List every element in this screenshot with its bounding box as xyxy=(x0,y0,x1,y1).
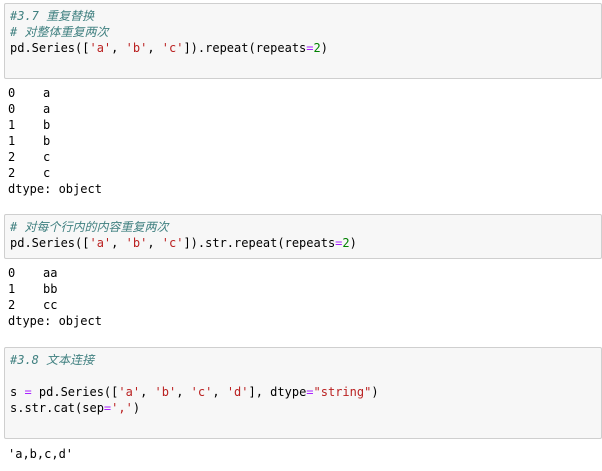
string-literal: 'a' xyxy=(118,385,141,399)
code-token: s.str.cat(sep xyxy=(10,401,104,415)
blank-line xyxy=(10,368,601,384)
output-dtype: dtype: object xyxy=(8,182,102,196)
code-token: ) xyxy=(132,401,141,415)
row-index: 2 xyxy=(8,298,16,312)
code-cell-str-repeat[interactable]: # 对每个行内的内容重复两次 pd.Series(['a', 'b', 'c']… xyxy=(4,214,602,259)
row-index: 0 xyxy=(8,266,16,280)
output-result: 'a,b,c,d' xyxy=(8,447,74,461)
string-literal: 'b' xyxy=(154,385,177,399)
code-token: pd.Series([ xyxy=(10,236,90,250)
row-index: 0 xyxy=(8,102,16,116)
code-token: ) xyxy=(371,385,379,399)
code-comment: # 对整体重复两次 xyxy=(10,25,109,39)
row-index: 1 xyxy=(8,118,16,132)
code-token: ) xyxy=(320,41,328,55)
code-comment: #3.7 重复替换 xyxy=(10,9,95,23)
string-literal: 'b' xyxy=(125,41,148,55)
row-value: a xyxy=(43,86,51,100)
cell-output-str-repeat: 0 aa 1 bb 2 cc dtype: object xyxy=(8,265,102,329)
row-value: a xyxy=(43,102,51,116)
row-index: 2 xyxy=(8,150,16,164)
code-cell-str-cat[interactable]: #3.8 文本连接 s = pd.Series(['a', 'b', 'c', … xyxy=(4,347,602,439)
code-token: pd.Series([ xyxy=(31,385,119,399)
row-index: 1 xyxy=(8,282,16,296)
string-literal: ',' xyxy=(111,401,133,415)
operator: = xyxy=(306,385,314,399)
row-value: b xyxy=(43,134,51,148)
string-literal: 'd' xyxy=(226,385,249,399)
cell-output-str-cat: 'a,b,c,d' xyxy=(8,446,73,462)
string-literal: "string" xyxy=(313,385,372,399)
code-comment: #3.8 文本连接 xyxy=(10,353,95,367)
row-value: b xyxy=(43,118,51,132)
row-value: aa xyxy=(43,266,58,280)
code-token: pd.Series([ xyxy=(10,41,90,55)
string-literal: 'c' xyxy=(161,236,184,250)
output-dtype: dtype: object xyxy=(8,314,102,328)
number-literal: 2 xyxy=(342,236,350,250)
code-token: ], dtype xyxy=(248,385,307,399)
string-literal: 'a' xyxy=(89,236,112,250)
row-value: cc xyxy=(43,298,58,312)
code-token: s xyxy=(10,385,25,399)
code-line: pd.Series(['a', 'b', 'c']).repeat(repeat… xyxy=(10,41,328,55)
operator: = xyxy=(335,236,343,250)
string-literal: 'b' xyxy=(125,236,148,250)
output-row: 1 bb xyxy=(8,281,102,297)
row-value: c xyxy=(43,166,51,180)
row-index: 0 xyxy=(8,86,16,100)
output-row: 2 cc xyxy=(8,297,102,313)
code-token: ]).repeat(repeats xyxy=(183,41,307,55)
code-line: pd.Series(['a', 'b', 'c']).str.repeat(re… xyxy=(10,236,357,250)
code-cell-repeat-series[interactable]: #3.7 重复替换 # 对整体重复两次 pd.Series(['a', 'b',… xyxy=(4,3,602,79)
row-index: 1 xyxy=(8,134,16,148)
code-line: s.str.cat(sep=',') xyxy=(10,400,601,416)
string-literal: 'c' xyxy=(161,41,184,55)
code-line: s = pd.Series(['a', 'b', 'c', 'd'], dtyp… xyxy=(10,385,379,399)
code-token: ]).str.repeat(repeats xyxy=(183,236,336,250)
code-comment: # 对每个行内的内容重复两次 xyxy=(10,220,169,234)
number-literal: 2 xyxy=(313,41,321,55)
operator: = xyxy=(103,401,112,415)
row-value: c xyxy=(43,150,51,164)
code-token: ) xyxy=(349,236,357,250)
operator: = xyxy=(24,385,32,399)
output-row: 0 aa xyxy=(8,265,102,281)
operator: = xyxy=(306,41,314,55)
row-index: 2 xyxy=(8,166,16,180)
string-literal: 'c' xyxy=(190,385,213,399)
string-literal: 'a' xyxy=(89,41,112,55)
row-value: bb xyxy=(43,282,58,296)
output-rows: 0 aa 1 bb 2 cc xyxy=(8,265,102,313)
